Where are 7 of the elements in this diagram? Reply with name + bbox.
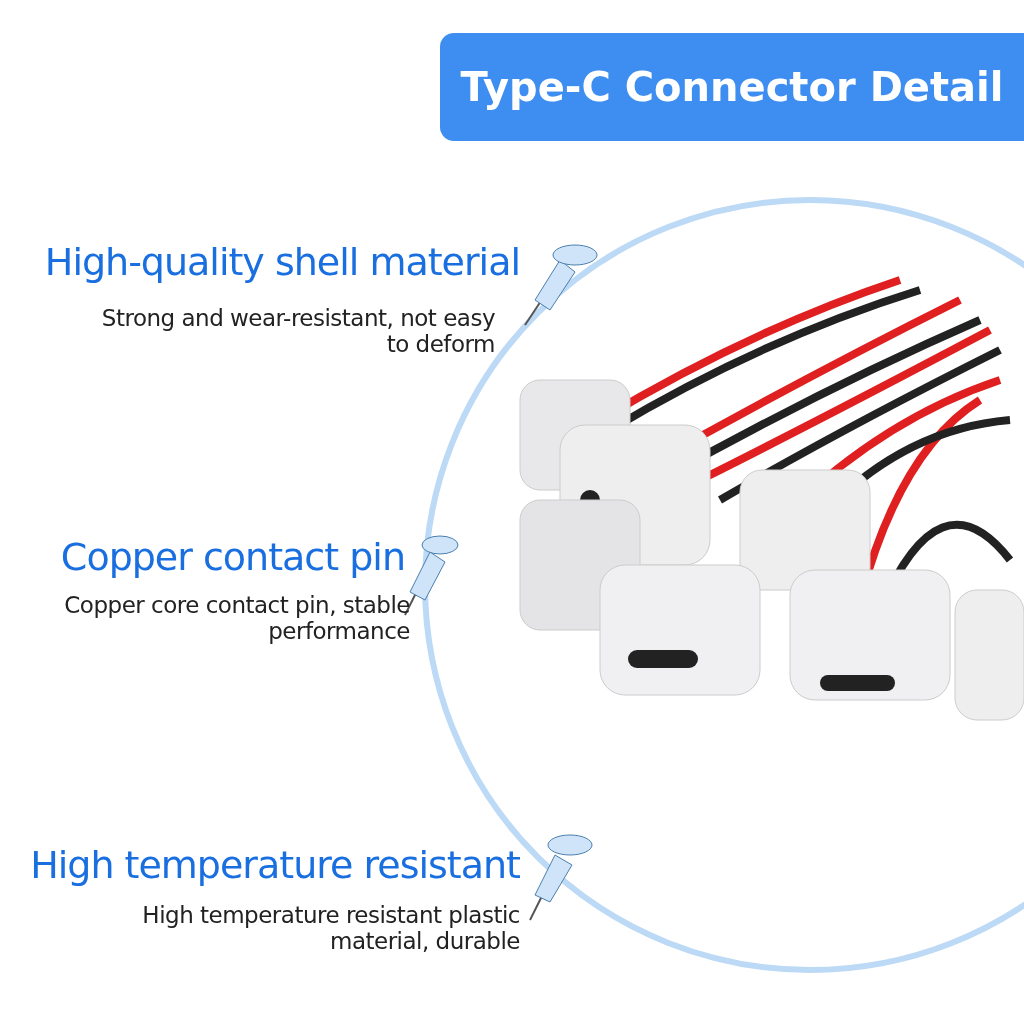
feature-heading: High-quality shell material	[43, 240, 520, 284]
feature-heading: High temperature resistant	[29, 843, 520, 887]
feature-description: Strong and wear-resistant, not easy to deform	[100, 305, 495, 357]
title-banner: Type-C Connector Detail	[440, 33, 1024, 141]
feature-description: High temperature resistant plastic material, durable	[141, 902, 520, 954]
feature-heading: Copper contact pin	[59, 535, 405, 579]
feature-description: Copper core contact pin, stable performance	[63, 592, 410, 644]
